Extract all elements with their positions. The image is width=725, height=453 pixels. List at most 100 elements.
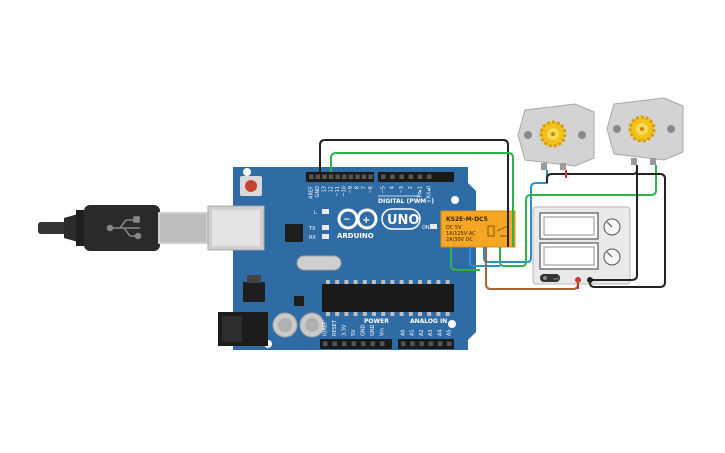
digital-pin-hole[interactable] <box>342 174 347 180</box>
wire-gnd-black[interactable] <box>319 139 509 247</box>
mcu-pin <box>408 312 413 316</box>
usb-connector-inner <box>160 214 206 242</box>
usb-symbol-icon <box>106 216 142 240</box>
digital-pin-hole[interactable] <box>328 174 334 180</box>
uno-model-text: UNO <box>387 213 420 228</box>
wire-green-motor[interactable] <box>499 165 657 267</box>
led-rx-label: RX <box>309 235 316 241</box>
digital-header-low[interactable] <box>378 172 454 182</box>
digital-pin-hole[interactable] <box>322 174 327 180</box>
wire-black-return[interactable] <box>589 173 666 288</box>
power-pin-hole[interactable] <box>323 341 328 347</box>
analog-pin-hole[interactable] <box>437 341 443 347</box>
mcu-pin <box>344 312 349 316</box>
digital-header-pins[interactable] <box>309 174 432 180</box>
mcu-pin <box>326 312 330 316</box>
analog-pin-hole[interactable] <box>428 341 434 347</box>
relay-body[interactable] <box>440 210 516 248</box>
digital-pin-hole[interactable] <box>368 174 373 180</box>
mcu-pin <box>362 312 367 316</box>
digital-header-high[interactable] <box>306 172 374 182</box>
motor-terminal <box>560 163 566 170</box>
dc-power-supply[interactable]: OFF <box>532 206 631 285</box>
led-rx <box>322 234 329 239</box>
digital-pin-hole[interactable] <box>390 174 395 180</box>
motor-terminal <box>631 158 637 165</box>
mcu-pin <box>390 312 395 316</box>
analog-pin-label: A0 <box>401 329 407 336</box>
digital-pin-label: ~6 <box>368 186 374 193</box>
digital-pin-hole[interactable] <box>315 174 321 180</box>
wire-blue[interactable] <box>469 247 500 267</box>
analog-header[interactable] <box>398 339 454 349</box>
analog-pin-hole[interactable] <box>410 341 415 347</box>
mcu-pin <box>445 312 450 316</box>
power-pin-hole[interactable] <box>361 341 366 347</box>
mount-hole <box>448 320 456 328</box>
crystal-oscillator <box>296 255 342 271</box>
analog-pin-label: A2 <box>419 329 425 336</box>
relay-ks2e[interactable]: KS2E-M-DC5 DC 5V 1A/125V AC 2A/30V DC <box>440 210 516 248</box>
power-pin-label: 3.3V <box>342 324 348 336</box>
led-l <box>322 209 329 214</box>
wire-black-supply[interactable] <box>590 165 638 281</box>
usb-interface-chip <box>285 224 303 242</box>
led-on <box>430 224 437 229</box>
smd-chip <box>294 296 304 306</box>
digital-pin-label: ~10 <box>342 186 348 197</box>
current-display-inner <box>543 246 595 266</box>
analog-pin-hole[interactable] <box>419 341 424 347</box>
digital-pin-label: 2 <box>408 186 414 189</box>
power-pin-hole[interactable] <box>342 341 347 347</box>
power-header-title: POWER <box>364 318 389 325</box>
digital-pin-hole[interactable] <box>309 174 314 180</box>
power-switch-knob <box>543 276 547 280</box>
digital-pin-hole[interactable] <box>408 174 414 180</box>
mcu-pin <box>436 312 441 316</box>
wire-5v-green[interactable] <box>450 247 480 271</box>
power-pin-hole[interactable] <box>332 341 338 347</box>
digital-pin-hole[interactable] <box>348 174 354 180</box>
analog-pin-hole[interactable] <box>401 341 406 347</box>
mcu-pin <box>353 280 358 284</box>
wire-blue-motor[interactable] <box>483 170 548 263</box>
svg-text:−: − <box>343 215 351 225</box>
mcu-pin <box>335 312 340 316</box>
digital-pin-label: RX◂0 <box>427 186 433 199</box>
mcu-pin <box>418 312 422 316</box>
power-pin-hole[interactable] <box>380 341 385 347</box>
motor-terminal <box>650 158 656 165</box>
power-analog-pins[interactable] <box>323 341 452 347</box>
analog-pin-hole[interactable] <box>447 341 452 347</box>
digital-pin-hole[interactable] <box>427 174 432 180</box>
digital-pin-label: TX▸1 <box>417 186 423 199</box>
capacitor-top <box>278 318 292 332</box>
digital-pin-hole[interactable] <box>417 174 423 180</box>
mcu-pin <box>372 312 376 316</box>
dc-motor-right[interactable] <box>606 97 684 165</box>
digital-pin-hole[interactable] <box>381 174 386 180</box>
led-tx-label: TX <box>308 226 316 232</box>
atmega328-chip <box>322 284 454 312</box>
mcu-pin <box>390 280 395 284</box>
reset-button[interactable] <box>245 180 257 192</box>
digital-pin-label: 7 <box>361 186 367 189</box>
digital-pin-hole[interactable] <box>335 174 340 180</box>
digital-pin-hole[interactable] <box>355 174 360 180</box>
arduino-brand-text: ARDUINO <box>337 232 374 240</box>
digital-pin-label: AREF <box>309 186 315 199</box>
digital-pin-hole[interactable] <box>361 174 367 180</box>
voltage-knob-indicator <box>606 221 613 228</box>
relay-schematic-icon <box>487 225 509 237</box>
dc-motor-left[interactable] <box>517 103 595 170</box>
digital-pin-hole[interactable] <box>399 174 404 180</box>
wire-signal-green[interactable] <box>330 152 514 247</box>
dc-power-jack-front <box>222 316 242 342</box>
wire-black-motor-link[interactable] <box>546 169 638 183</box>
uno-badge <box>381 208 421 230</box>
voltage-display-inner <box>543 216 595 236</box>
wires <box>319 139 666 290</box>
power-pin-hole[interactable] <box>351 341 357 347</box>
power-pin-hole[interactable] <box>370 341 376 347</box>
